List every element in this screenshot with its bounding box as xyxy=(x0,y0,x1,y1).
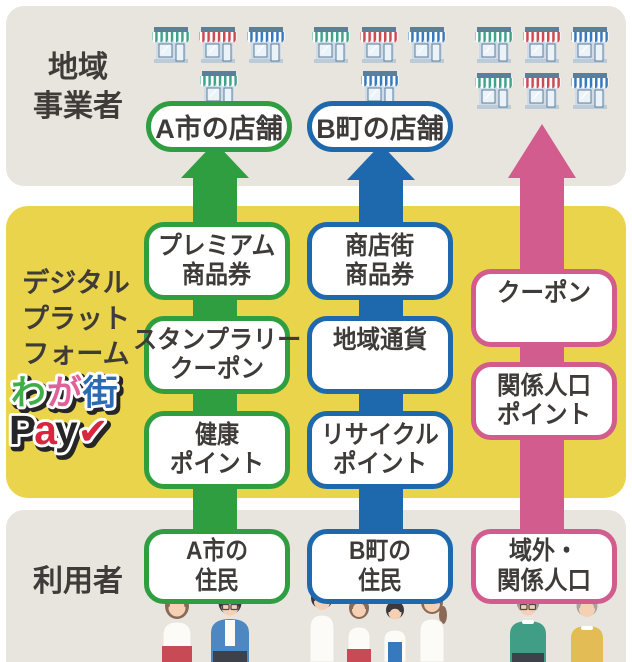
item-shopping-street-voucher: 商店街 商品券 xyxy=(307,222,453,300)
wagamachi-pay-logo: わが街 Pay✔ わが街 Pay✔ xyxy=(6,370,124,460)
label-line: デジタル xyxy=(22,268,130,298)
pill-label: A市の店舗 xyxy=(155,114,283,144)
svg-text:わが街: わが街 xyxy=(14,377,122,416)
item-recycle-points: リサイクル ポイント xyxy=(307,411,453,489)
pill-label: B町の店舗 xyxy=(316,114,444,144)
item-health-points: 健康 ポイント xyxy=(144,411,290,489)
storefront-icon xyxy=(406,27,448,63)
local-businesses-label: 地域 事業者 xyxy=(14,48,142,126)
storefront-icon xyxy=(310,27,352,63)
storefront-icon xyxy=(473,73,515,109)
storefront-icon xyxy=(245,27,287,63)
svg-text:わが街: わが街 xyxy=(11,373,119,412)
digital-platform-label: デジタル プラット フォーム xyxy=(10,266,142,373)
storefront-icon xyxy=(358,27,400,63)
label-line: フォーム xyxy=(22,339,130,370)
users-a-city-box: A市の 住民 xyxy=(144,529,290,604)
label-line: 事業者 xyxy=(33,90,123,123)
item-coupon: クーポン xyxy=(471,269,617,347)
svg-text:Pay✔: Pay✔ xyxy=(12,410,110,456)
label-line: 地域 xyxy=(48,51,108,84)
storefront-icon xyxy=(150,27,192,63)
shops-a-city-pill: A市の店舗 xyxy=(146,101,292,152)
storefront-icon xyxy=(473,27,515,63)
item-premium-voucher: プレミアム 商品券 xyxy=(144,222,290,300)
item-local-currency: 地域通貨 xyxy=(307,316,453,394)
item-stamp-rally-coupon: スタンプラリー クーポン xyxy=(133,316,301,394)
storefront-icon xyxy=(521,27,563,63)
svg-text:Pay✔: Pay✔ xyxy=(9,407,107,453)
label-line: 利用者 xyxy=(33,565,123,598)
users-label: 利用者 xyxy=(14,556,142,600)
item-related-population-points: 関係人口 ポイント xyxy=(471,362,617,440)
storefront-icon xyxy=(197,27,239,63)
storefront-icon xyxy=(521,73,563,109)
storefront-icon xyxy=(569,27,611,63)
storefront-icon xyxy=(569,73,611,109)
shops-b-town-pill: B町の店舗 xyxy=(307,101,453,152)
users-outside-region-box: 域外・ 関係人口 xyxy=(471,529,617,604)
users-b-town-box: B町の 住民 xyxy=(307,529,453,604)
label-line: プラット xyxy=(22,303,130,334)
